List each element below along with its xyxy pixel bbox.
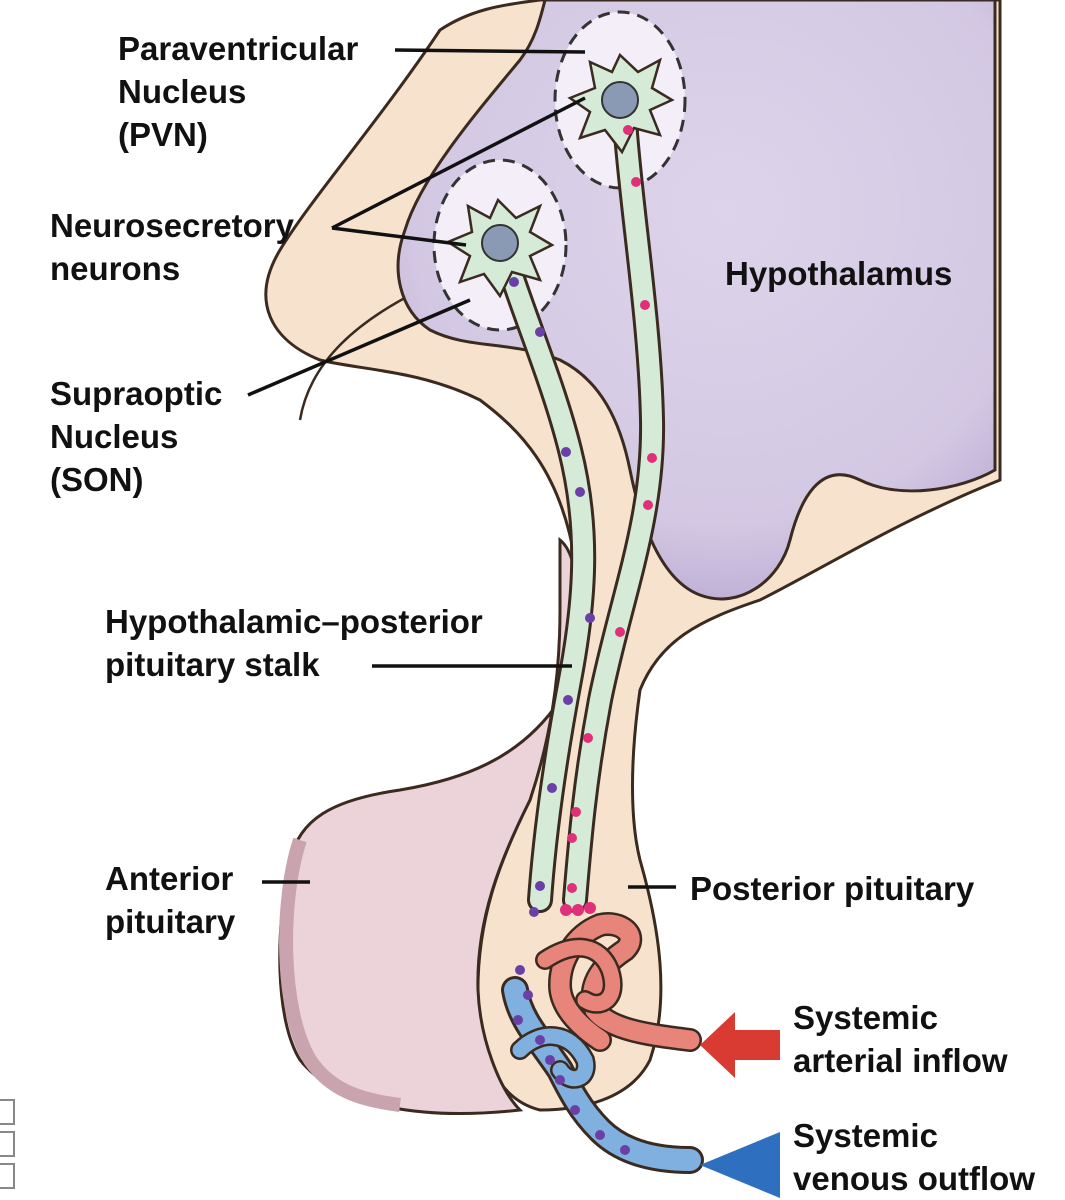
arterial-inflow-arrow: [700, 1012, 780, 1078]
arterial-inflow-label: Systemic arterial inflow: [793, 999, 1008, 1079]
edge-marks: [0, 1099, 15, 1189]
pvn-label: Paraventricular Nucleus (PVN): [118, 30, 359, 153]
posterior-pituitary-label: Posterior pituitary: [690, 870, 975, 907]
anterior-pituitary-region: [278, 536, 579, 1115]
anterior-pituitary-rim: [279, 837, 401, 1112]
hypothalamus-region: [396, 0, 997, 601]
leader-lines: [247, 48, 676, 889]
stalk-label: Hypothalamic–posterior pituitary stalk: [105, 603, 483, 683]
purple-granules: [509, 277, 595, 917]
neurosecretory-label: Neurosecretory neurons: [50, 207, 294, 287]
pvn-nucleus-dot: [601, 81, 639, 119]
hypothalamus-label: Hypothalamus: [725, 255, 953, 292]
son-label: Supraoptic Nucleus (SON): [50, 375, 223, 498]
capillary-plexus: [501, 912, 704, 1174]
venous-outflow-arrow: [700, 1132, 780, 1198]
anterior-pituitary-label: Anterior pituitary: [105, 860, 236, 940]
son-nucleus-dot: [481, 224, 519, 262]
venous-outflow-label: Systemic venous outflow: [793, 1117, 1035, 1197]
pink-granules: [560, 125, 657, 916]
